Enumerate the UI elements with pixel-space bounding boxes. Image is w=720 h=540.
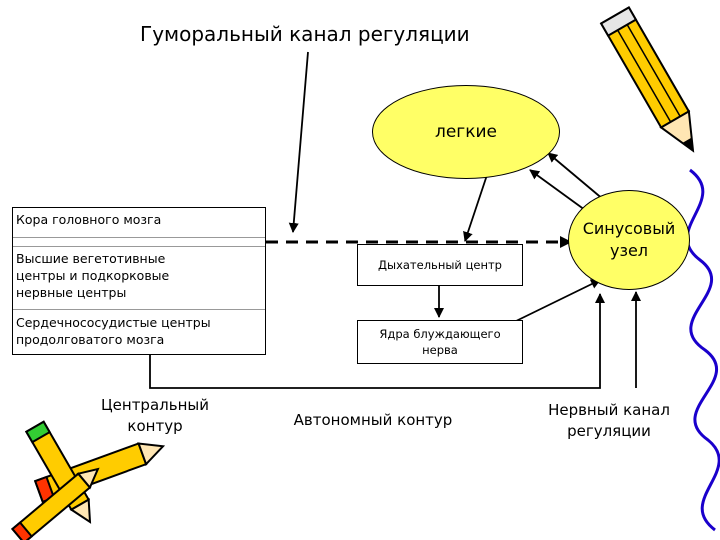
nervous-channel-line-1: Нервный канал	[548, 401, 670, 419]
sinus-label-line-2: узел	[609, 241, 649, 260]
nervous-channel-line-2: регуляции	[567, 422, 651, 440]
sinus-node: Синусовый узел	[568, 190, 690, 290]
cns-row-cortex: Кора головного мозга	[13, 208, 265, 238]
cns-row-text: нервные центры	[16, 285, 127, 300]
respiratory-center-box: Дыхательный центр	[357, 244, 523, 286]
cns-row-text: Высшие вегетотивные	[16, 251, 166, 266]
cns-row-higher-centers: Высшие вегетотивные центры и подкорковые…	[13, 246, 265, 310]
central-contour-line-1: Центральный	[101, 396, 209, 414]
cns-row-medulla: Сердечнососудистые центры продолговатого…	[13, 312, 265, 354]
title-arrow	[288, 51, 309, 233]
central-contour-line-2: контур	[127, 417, 183, 435]
lungs-node: легкие	[372, 85, 560, 179]
cns-panel: Кора головного мозга Высшие вегетотивные…	[12, 207, 266, 355]
nervous-channel-label: Нервный канал регуляции	[514, 400, 704, 442]
vagus-to-sinus-arrow	[513, 279, 601, 323]
sinus-label-line-1: Синусовый	[582, 219, 676, 238]
vagus-label-line-1: Ядра блуждающего	[379, 327, 501, 341]
cns-row-text: Сердечнососудистые центры	[16, 315, 211, 330]
pencil-icon	[599, 6, 695, 153]
cns-row-text: продолговатого мозга	[16, 332, 165, 347]
vagus-nucleus-box: Ядра блуждающего нерва	[357, 320, 523, 364]
cns-row-text: Кора головного мозга	[16, 212, 162, 227]
lungs-label: легкие	[434, 122, 498, 142]
diagram-title: Гуморальный канал регуляции	[140, 22, 470, 46]
autonomous-contour-label: Автономный контур	[293, 411, 453, 429]
central-contour-label: Центральный контур	[60, 395, 250, 437]
sinus-to-lungs-arrow	[547, 152, 605, 201]
crayons-icon	[11, 420, 166, 540]
respiratory-center-label: Дыхательный центр	[378, 258, 502, 272]
decorative-wavy-line	[685, 168, 720, 532]
dashed-link-arrowhead	[560, 236, 572, 248]
cns-row-text: центры и подкорковые	[16, 268, 170, 283]
vagus-label-line-2: нерва	[422, 343, 458, 357]
central-contour-line	[149, 293, 605, 389]
